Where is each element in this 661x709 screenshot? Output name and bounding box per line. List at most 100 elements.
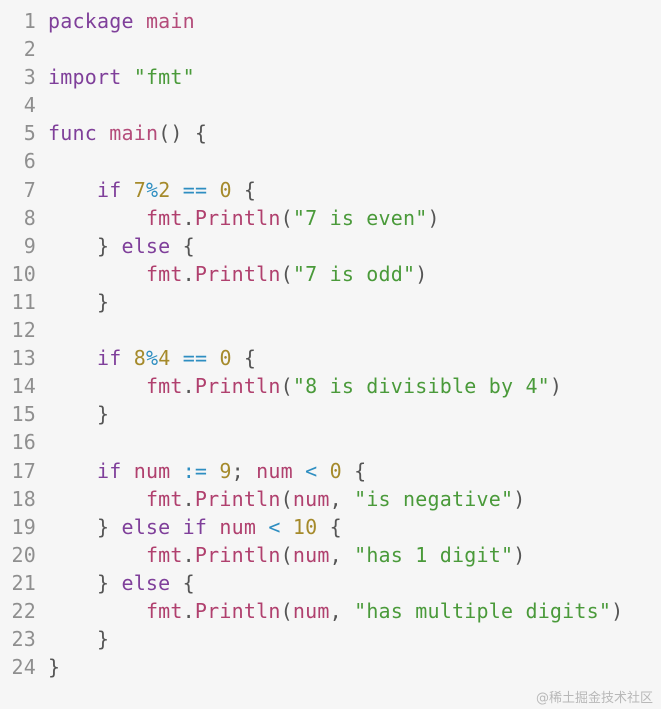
- code-text: func main() {: [48, 119, 207, 147]
- code-text: fmt.Println(num, "is negative"): [48, 485, 525, 513]
- code-token: [256, 515, 268, 539]
- line-number: 11: [11, 289, 36, 314]
- code-token: [293, 459, 305, 483]
- code-text: if num := 9; num < 0 {: [48, 457, 366, 485]
- line-number: 20: [11, 542, 36, 567]
- code-line: 2: [0, 35, 661, 63]
- watermark: @稀土掘金技术社区: [535, 691, 653, 706]
- code-line: 20 fmt.Println(num, "has 1 digit"): [0, 541, 661, 569]
- code-token: "is negative": [354, 486, 514, 511]
- code-token: [170, 459, 182, 483]
- code-text: fmt.Println(num, "has multiple digits"): [48, 597, 623, 625]
- code-token: (: [280, 542, 293, 567]
- code-text: }: [48, 288, 109, 316]
- code-token: Println: [194, 598, 281, 623]
- code-token: .: [182, 205, 195, 230]
- code-token: "8 is divisible by 4": [292, 374, 550, 399]
- code-token: num: [292, 486, 330, 511]
- line-number: 7: [23, 177, 36, 202]
- code-token: ,: [329, 486, 355, 511]
- code-token: }: [48, 655, 61, 680]
- code-token: ==: [182, 177, 208, 202]
- code-line: 9 } else {: [0, 232, 661, 260]
- code-token: [121, 178, 133, 202]
- code-token: :=: [182, 458, 208, 483]
- code-token: ): [549, 374, 563, 399]
- code-line: 6: [0, 147, 661, 175]
- code-token: "has 1 digit": [354, 542, 514, 567]
- code-token: ): [415, 261, 428, 286]
- code-token: main: [109, 121, 159, 146]
- line-number: 2: [23, 37, 36, 62]
- code-token: [170, 178, 182, 202]
- code-token: 0: [219, 346, 232, 371]
- code-token: Println: [194, 205, 281, 230]
- code-token: 7: [133, 177, 146, 202]
- code-text: } else {: [48, 569, 195, 597]
- code-token: (: [280, 374, 293, 399]
- code-line: 19 } else if num < 10 {: [0, 513, 661, 541]
- code-token: [121, 346, 133, 370]
- code-token: [97, 121, 109, 145]
- code-token: (: [280, 598, 293, 623]
- code-token: [48, 459, 97, 483]
- code-token: }: [48, 233, 122, 258]
- code-token: ==: [182, 346, 208, 371]
- code-line: 21 } else {: [0, 569, 661, 597]
- line-number: 21: [11, 570, 36, 595]
- code-token: <: [268, 514, 281, 539]
- code-line: 4: [0, 91, 661, 119]
- code-token: fmt: [145, 542, 183, 567]
- line-number: 10: [11, 261, 36, 286]
- code-token: num: [133, 458, 171, 483]
- code-line: 14 fmt.Println("8 is divisible by 4"): [0, 372, 661, 400]
- line-number: 24: [11, 655, 36, 680]
- code-token: .: [182, 374, 195, 399]
- code-text: import "fmt": [48, 63, 195, 91]
- code-token: {: [170, 233, 195, 258]
- code-token: ): [513, 486, 526, 511]
- code-token: }: [48, 570, 122, 595]
- code-text: package main: [48, 7, 195, 35]
- code-line: 17 if num := 9; num < 0 {: [0, 457, 661, 485]
- code-token: () {: [158, 121, 208, 146]
- code-token: 2: [158, 177, 171, 202]
- code-line: 12: [0, 316, 661, 344]
- code-token: package: [48, 9, 134, 33]
- code-token: ): [611, 598, 624, 623]
- code-line: 24}: [0, 653, 661, 681]
- code-token: 4: [158, 346, 171, 371]
- code-token: }: [48, 514, 122, 539]
- code-text: }: [48, 625, 109, 653]
- code-token: [48, 374, 146, 398]
- code-line: 23 }: [0, 625, 661, 653]
- code-token: else: [121, 514, 171, 539]
- code-token: [207, 459, 219, 483]
- code-token: [48, 543, 146, 567]
- code-token: "7 is even": [292, 205, 428, 230]
- code-token: if: [96, 346, 122, 371]
- code-line: 13 if 8%4 == 0 {: [0, 344, 661, 372]
- code-line: 16: [0, 428, 661, 456]
- code-token: Println: [194, 486, 281, 511]
- code-token: Println: [194, 261, 281, 286]
- line-number: 17: [11, 458, 36, 483]
- code-token: .: [182, 261, 195, 286]
- code-line: 10 fmt.Println("7 is odd"): [0, 260, 661, 288]
- code-token: (: [280, 486, 293, 511]
- code-token: [170, 515, 182, 539]
- line-number: 14: [11, 374, 36, 399]
- code-token: [207, 178, 219, 202]
- line-number: 12: [11, 318, 36, 343]
- code-token: [207, 346, 219, 370]
- code-text: }: [48, 400, 109, 428]
- code-token: func: [48, 121, 97, 146]
- line-number: 6: [23, 149, 36, 174]
- code-token: fmt: [145, 261, 183, 286]
- code-token: 0: [219, 177, 232, 202]
- code-token: [48, 206, 146, 230]
- code-token: [170, 346, 182, 370]
- code-token: [48, 262, 146, 286]
